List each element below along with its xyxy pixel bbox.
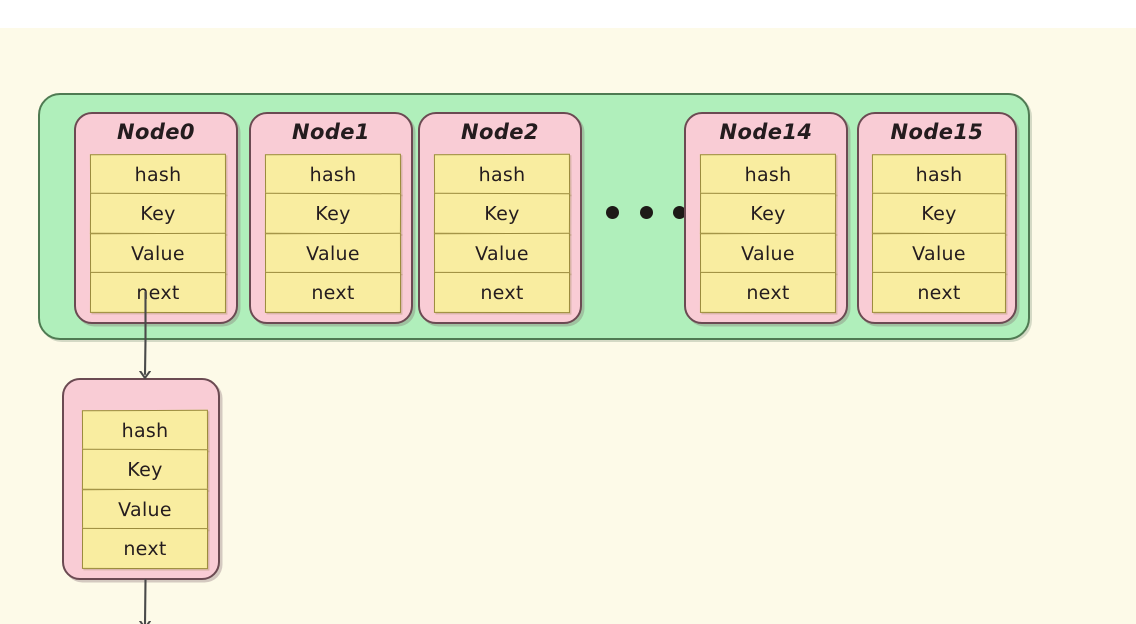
node-card-node2[interactable]: Node2 hash Key Value next	[418, 112, 582, 324]
field-value[interactable]: Value	[433, 232, 571, 275]
field-value[interactable]: Value	[871, 232, 1007, 275]
field-key[interactable]: Key	[699, 193, 837, 235]
node-fields: hash Key Value next	[699, 153, 837, 314]
node-card-node15[interactable]: Node15 hash Key Value next	[857, 112, 1017, 324]
node-fields: hash Key Value next	[81, 409, 209, 570]
node-title: Node14	[719, 120, 813, 144]
field-next[interactable]: next	[699, 272, 837, 314]
chained-node-card[interactable]: hash Key Value next	[62, 378, 220, 580]
node-title: Node15	[890, 120, 984, 144]
node-card-node0[interactable]: Node0 hash Key Value next	[74, 112, 238, 324]
field-key[interactable]: Key	[81, 449, 209, 491]
field-key[interactable]: Key	[433, 193, 571, 235]
node-fields: hash Key Value next	[264, 153, 402, 314]
ellipsis-dot	[639, 205, 653, 219]
node-card-node1[interactable]: Node1 hash Key Value next	[249, 112, 413, 324]
ellipsis-dot	[673, 205, 686, 219]
ellipsis-dot	[606, 205, 619, 219]
field-hash[interactable]: hash	[433, 153, 571, 196]
node-title: Node2	[461, 120, 539, 144]
field-value[interactable]: Value	[264, 232, 402, 275]
node-fields: hash Key Value next	[871, 153, 1007, 314]
node-fields: hash Key Value next	[89, 153, 227, 314]
node-fields: hash Key Value next	[433, 153, 571, 314]
field-value[interactable]: Value	[699, 232, 837, 275]
node-title: Node1	[292, 120, 370, 144]
node-card-node14[interactable]: Node14 hash Key Value next	[684, 112, 848, 324]
field-next[interactable]: next	[89, 272, 227, 314]
field-value[interactable]: Value	[81, 488, 209, 531]
node-title: Node0	[117, 120, 195, 144]
field-next[interactable]: next	[433, 272, 571, 314]
field-hash[interactable]: hash	[89, 153, 227, 196]
field-hash[interactable]: hash	[81, 409, 209, 452]
field-hash[interactable]: hash	[699, 153, 837, 196]
field-hash[interactable]: hash	[871, 153, 1007, 196]
field-next[interactable]: next	[81, 528, 209, 570]
field-key[interactable]: Key	[264, 193, 402, 235]
field-next[interactable]: next	[264, 272, 402, 314]
bucket-array-container: Node0 hash Key Value next Node1 hash Key…	[38, 93, 1030, 340]
field-key[interactable]: Key	[89, 193, 227, 235]
field-key[interactable]: Key	[871, 193, 1007, 235]
field-value[interactable]: Value	[89, 232, 227, 275]
field-hash[interactable]: hash	[264, 153, 402, 196]
field-next[interactable]: next	[871, 272, 1007, 314]
ellipsis-indicator	[606, 200, 686, 224]
